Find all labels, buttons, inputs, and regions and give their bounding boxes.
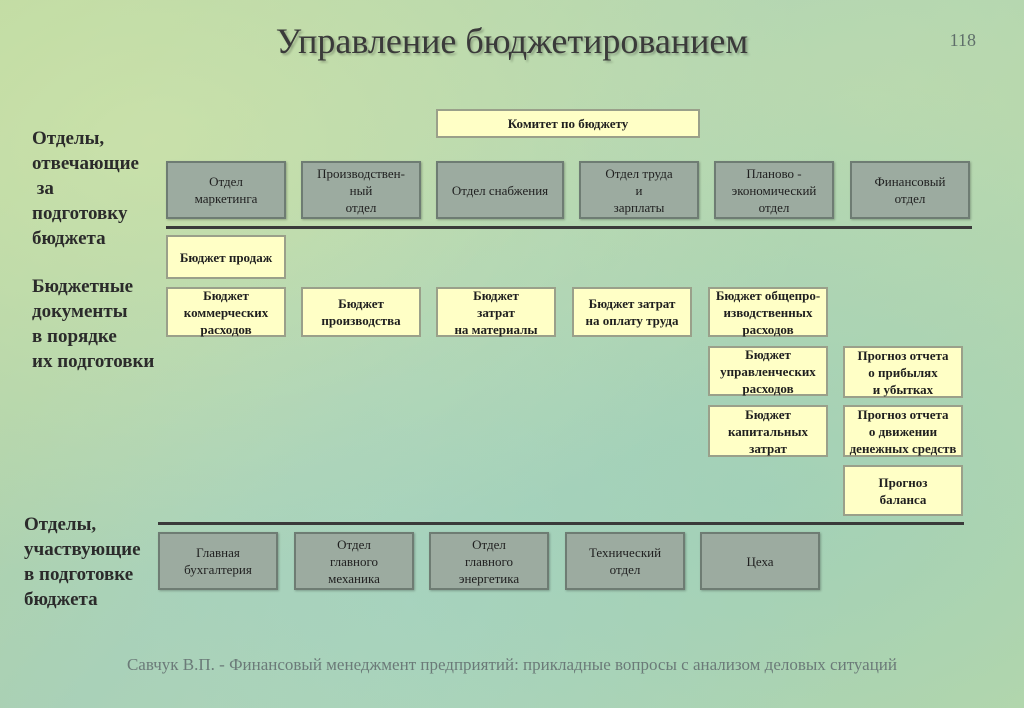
dept-chief-energy: Отдел главного энергетика bbox=[429, 532, 549, 590]
budget-production: Бюджет производства bbox=[301, 287, 421, 337]
dept-workshops: Цеха bbox=[700, 532, 820, 590]
label-participating-depts: Отделы, участвующие в подготовке бюджета bbox=[24, 514, 141, 610]
dept-planning: Планово - экономический отдел bbox=[714, 161, 834, 219]
dept-production: Производствен- ный отдел bbox=[301, 161, 421, 219]
budget-management: Бюджет управленческих расходов bbox=[708, 346, 828, 396]
dept-technical: Технический отдел bbox=[565, 532, 685, 590]
budget-commercial: Бюджет коммерческих расходов bbox=[166, 287, 286, 337]
page-number: 118 bbox=[949, 30, 976, 50]
label-responsible-depts: Отделы, отвечающие за подготовку бюджета bbox=[32, 128, 139, 249]
budget-overhead: Бюджет общепро- изводственных расходов bbox=[708, 287, 828, 337]
forecast-cashflow: Прогноз отчета о движении денежных средс… bbox=[843, 405, 963, 457]
page-title: Управление бюджетированием bbox=[275, 21, 749, 61]
dept-chief-mechanic: Отдел главного механика bbox=[294, 532, 414, 590]
budget-labor: Бюджет затрат на оплату труда bbox=[572, 287, 692, 337]
budget-capital: Бюджет капитальных затрат bbox=[708, 405, 828, 457]
dept-marketing: Отдел маркетинга bbox=[166, 161, 286, 219]
budget-sales: Бюджет продаж bbox=[166, 235, 286, 279]
divider-bottom bbox=[158, 522, 964, 525]
divider-top bbox=[166, 226, 972, 229]
forecast-pnl: Прогноз отчета о прибылях и убытках bbox=[843, 346, 963, 398]
footer-citation: Савчук В.П. - Финансовый менеджмент пред… bbox=[126, 655, 898, 674]
budget-materials: Бюджет затрат на материалы bbox=[436, 287, 556, 337]
label-budget-documents: Бюджетные документы в порядке их подгото… bbox=[32, 276, 155, 372]
dept-labor: Отдел труда и зарплаты bbox=[579, 161, 699, 219]
committee-box: Комитет по бюджету bbox=[436, 109, 700, 138]
dept-accounting: Главная бухгалтерия bbox=[158, 532, 278, 590]
dept-supply: Отдел снабжения bbox=[436, 161, 564, 219]
forecast-balance: Прогноз баланса bbox=[843, 465, 963, 516]
dept-finance: Финансовый отдел bbox=[850, 161, 970, 219]
